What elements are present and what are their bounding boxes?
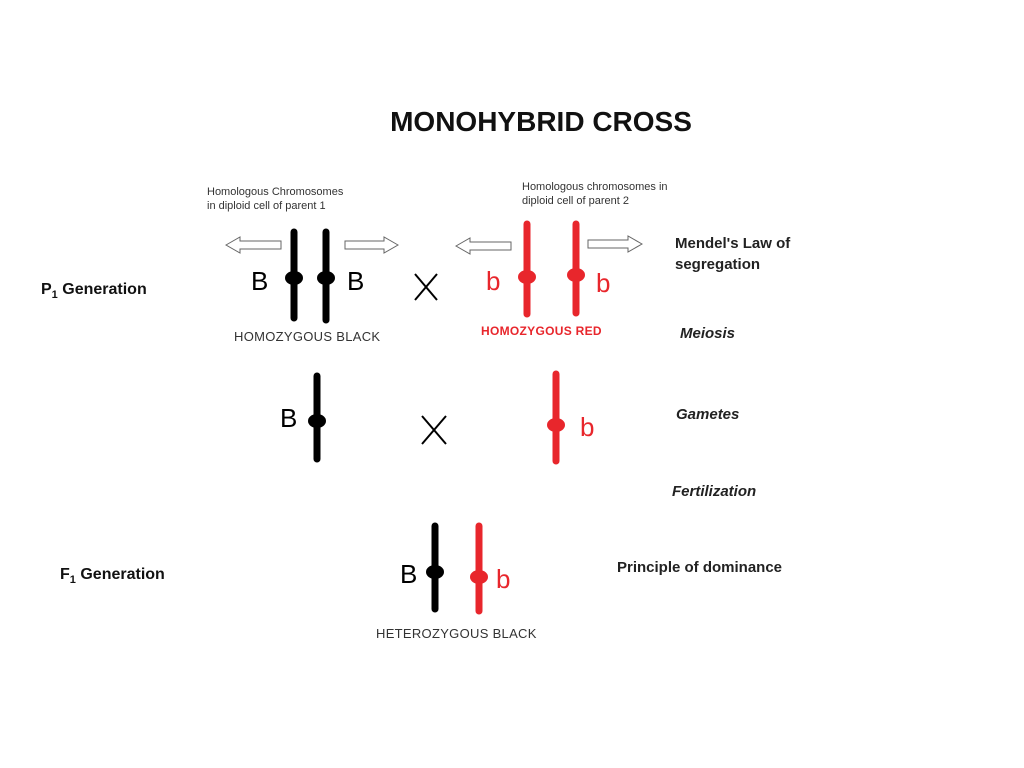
segregation-line1: Mendel's Law of: [675, 235, 791, 252]
gamete-parent2-allele: b: [580, 412, 595, 442]
offspring-allele-right: b: [496, 564, 511, 594]
parent2-chromosome-pair: [518, 220, 585, 318]
parent1-caption-line2: in diploid cell of parent 1: [207, 200, 326, 212]
dominance-step-label: Principle of dominance: [617, 559, 783, 576]
parent2-centromere-left: [518, 270, 536, 284]
page-title: MONOHYBRID CROSS: [390, 106, 692, 137]
gamete-parent1-allele: B: [280, 403, 298, 433]
parent1-centromere-left: [285, 271, 303, 285]
parent2-caption-line2: diploid cell of parent 2: [522, 195, 630, 207]
offspring-centromere-black: [426, 565, 444, 579]
fertilization-step-label: Fertilization: [672, 483, 757, 500]
f1-letter: F: [60, 566, 70, 583]
offspring-centromere-red: [470, 570, 488, 584]
left-arrow-icon: [454, 237, 512, 255]
parent1-caption-line1: Homologous Chromosomes: [207, 186, 344, 198]
f1-subscript: 1: [69, 574, 76, 587]
gamete-parent2-chromosome: [547, 370, 565, 465]
segregation-step-label: Mendel's Law of segregation: [675, 233, 790, 275]
segregation-line2: segregation: [675, 256, 761, 273]
left-arrow-icon: [224, 236, 282, 254]
cross-icon-parents: [414, 273, 438, 301]
right-arrow-icon: [344, 236, 400, 254]
parent2-allele-left: b: [486, 266, 501, 296]
parent2-centromere-right: [567, 268, 585, 282]
parent1-allele-right: B: [347, 266, 365, 296]
p1-word: Generation: [62, 281, 147, 298]
parent1-segregation-arrows: [224, 236, 400, 254]
f1-generation-label: F1 Generation: [60, 566, 165, 586]
parent1-allele-left: B: [251, 266, 269, 296]
meiosis-step-label: Meiosis: [680, 325, 736, 342]
offspring-allele-left: B: [400, 559, 418, 589]
cross-icon-gametes: [421, 415, 447, 445]
parent2-allele-right: b: [596, 268, 611, 298]
offspring-genotype-label: HETEROZYGOUS BLACK: [376, 626, 537, 641]
parent2-caption-line1: Homologous chromosomes in: [522, 181, 668, 193]
parent1-caption: Homologous Chromosomes in diploid cell o…: [207, 185, 343, 213]
parent2-segregation-arrows: [454, 235, 644, 255]
right-arrow-icon: [587, 235, 644, 253]
gametes-step-label: Gametes: [676, 406, 740, 423]
offspring-chromosome-pair: [426, 522, 488, 615]
parent2-genotype-label: HOMOZYGOUS RED: [481, 324, 602, 338]
p1-letter: P: [41, 281, 52, 298]
gamete-parent1-chromosome: [308, 372, 326, 463]
p1-subscript: 1: [51, 289, 58, 302]
parent1-genotype-label: HOMOZYGOUS BLACK: [234, 329, 381, 344]
parent1-centromere-right: [317, 271, 335, 285]
parent1-chromosome-pair: [285, 228, 335, 324]
p1-generation-label: P1 Generation: [41, 281, 147, 301]
parent2-caption: Homologous chromosomes in diploid cell o…: [522, 180, 668, 208]
f1-word: Generation: [80, 566, 165, 583]
